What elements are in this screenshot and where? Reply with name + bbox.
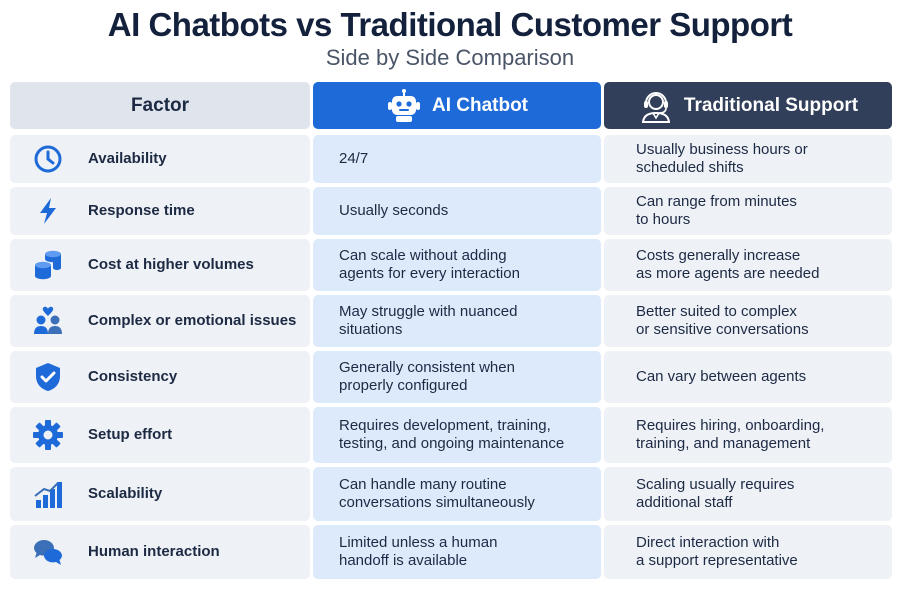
- factor-label: Human interaction: [88, 543, 220, 560]
- factor-cell: Availability: [10, 135, 310, 183]
- table-row: Complex or emotional issues May struggle…: [10, 295, 892, 347]
- traditional-value: Can vary between agents: [636, 368, 807, 385]
- ai-cell: Can scale without adding agents for ever…: [313, 239, 601, 291]
- coins-icon: [32, 249, 64, 281]
- lightning-icon: [32, 195, 64, 227]
- traditional-value: Scaling usually requires additional staf…: [636, 476, 795, 511]
- clock-icon: [32, 143, 64, 175]
- factor-label: Setup effort: [88, 426, 173, 443]
- traditional-cell: Direct interaction with a support repres…: [604, 525, 892, 579]
- header-ai-label: AI Chatbot: [431, 94, 529, 116]
- ai-cell: Limited unless a human handoff is availa…: [313, 525, 601, 579]
- factor-label: Consistency: [88, 368, 178, 385]
- ai-value: Usually seconds: [339, 202, 449, 219]
- header-factor-label: Factor: [130, 94, 190, 116]
- table-header-row: Factor AI Chatbot: [10, 82, 892, 129]
- factor-label: Availability: [88, 150, 167, 167]
- ai-value: Can scale without adding agents for ever…: [339, 247, 520, 282]
- table-row: Consistency Generally consistent when pr…: [10, 351, 892, 403]
- traditional-value: Better suited to complex or sensitive co…: [636, 303, 809, 338]
- traditional-cell: Requires hiring, onboarding, training, a…: [604, 407, 892, 463]
- table-row: Availability 24/7 Usually business hours…: [10, 135, 892, 183]
- ai-value: May struggle with nuanced situations: [339, 303, 518, 338]
- traditional-cell: Can vary between agents: [604, 351, 892, 403]
- header-ai-chatbot: AI Chatbot: [313, 82, 601, 129]
- factor-cell: Complex or emotional issues: [10, 295, 310, 347]
- factor-cell: Response time: [10, 187, 310, 235]
- traditional-cell: Better suited to complex or sensitive co…: [604, 295, 892, 347]
- factor-cell: Scalability: [10, 467, 310, 521]
- people-heart-icon: [32, 305, 64, 337]
- page-title: AI Chatbots vs Traditional Customer Supp…: [107, 6, 793, 43]
- ai-value: Requires development, training, testing,…: [339, 417, 565, 452]
- ai-cell: May struggle with nuanced situations: [313, 295, 601, 347]
- factor-label: Response time: [88, 202, 195, 219]
- traditional-value: Usually business hours or scheduled shif…: [636, 141, 808, 176]
- ai-value: 24/7: [339, 150, 369, 167]
- traditional-cell: Costs generally increase as more agents …: [604, 239, 892, 291]
- factor-cell: Consistency: [10, 351, 310, 403]
- traditional-value: Costs generally increase as more agents …: [636, 247, 820, 282]
- factor-label: Scalability: [88, 485, 163, 502]
- robot-icon: [386, 88, 422, 124]
- factor-cell: Cost at higher volumes: [10, 239, 310, 291]
- factor-cell: Human interaction: [10, 525, 310, 579]
- header-factor: Factor: [10, 82, 310, 129]
- comparison-table: Factor AI Chatbot: [10, 82, 892, 583]
- traditional-cell: Scaling usually requires additional staf…: [604, 467, 892, 521]
- bar-chart-icon: [32, 478, 64, 510]
- ai-cell: Requires development, training, testing,…: [313, 407, 601, 463]
- factor-label: Cost at higher volumes: [88, 256, 254, 273]
- table-row: Setup effort Requires development, train…: [10, 407, 892, 463]
- table-row: Cost at higher volumes Can scale without…: [10, 239, 892, 291]
- shield-check-icon: [32, 361, 64, 393]
- table-row: Response time Usually seconds Can range …: [10, 187, 892, 235]
- ai-value: Can handle many routine conversations si…: [339, 476, 535, 511]
- factor-cell: Setup effort: [10, 407, 310, 463]
- factor-label: Complex or emotional issues: [88, 312, 297, 329]
- traditional-value: Can range from minutes to hours: [636, 193, 797, 228]
- ai-cell: 24/7: [313, 135, 601, 183]
- table-row: Human interaction Limited unless a human…: [10, 525, 892, 579]
- traditional-value: Requires hiring, onboarding, training, a…: [636, 417, 825, 452]
- header-traditional-support: Traditional Support: [604, 82, 892, 129]
- traditional-value: Direct interaction with a support repres…: [636, 534, 798, 569]
- traditional-cell: Usually business hours or scheduled shif…: [604, 135, 892, 183]
- gear-icon: [32, 419, 64, 451]
- page-subtitle: Side by Side Comparison: [325, 45, 575, 70]
- ai-cell: Generally consistent when properly confi…: [313, 351, 601, 403]
- headset-agent-icon: [638, 88, 674, 124]
- ai-cell: Can handle many routine conversations si…: [313, 467, 601, 521]
- header-traditional-label: Traditional Support: [683, 94, 859, 116]
- ai-cell: Usually seconds: [313, 187, 601, 235]
- ai-value: Limited unless a human handoff is availa…: [339, 534, 498, 569]
- ai-value: Generally consistent when properly confi…: [339, 359, 515, 394]
- traditional-cell: Can range from minutes to hours: [604, 187, 892, 235]
- table-row: Scalability Can handle many routine conv…: [10, 467, 892, 521]
- chat-bubbles-icon: [32, 536, 64, 568]
